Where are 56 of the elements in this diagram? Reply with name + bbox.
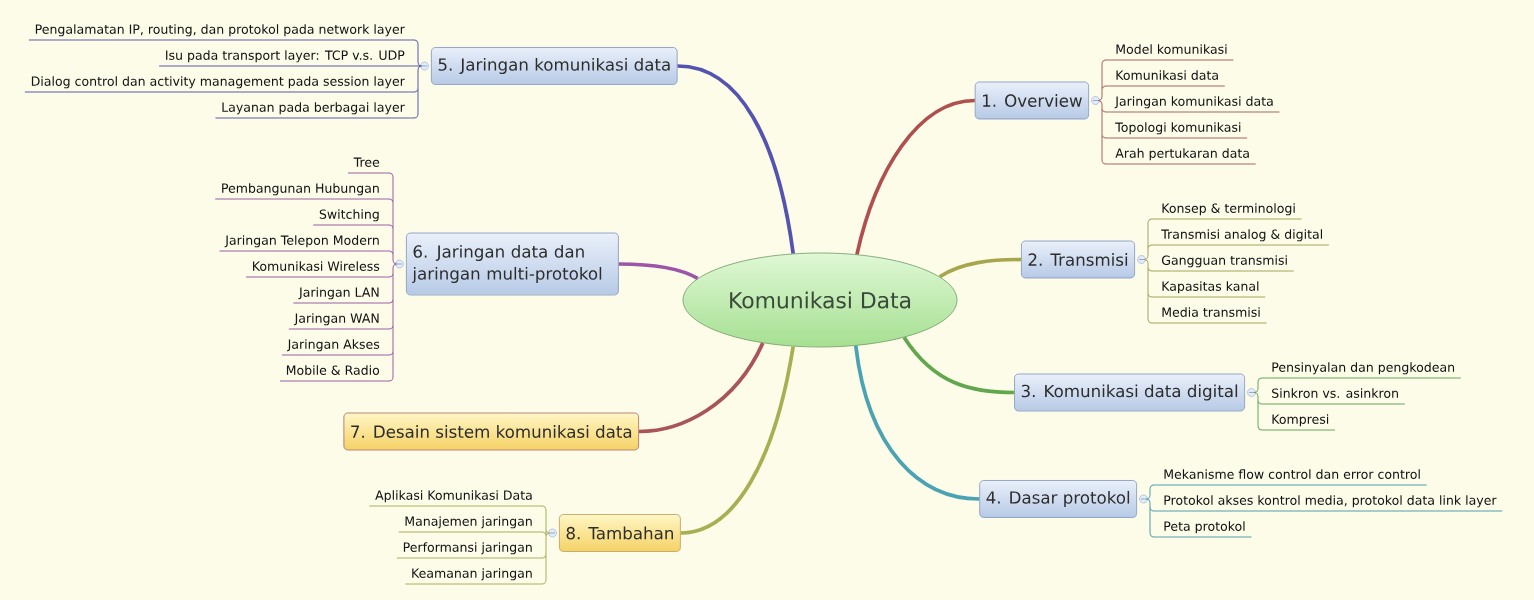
subtopic-label: Pengalamatan IP, routing, dan protokol pada network layer [28,24,411,41]
topic-box: 7. Desain sistem komunikasi data [343,412,639,451]
subtopic-label: Tree [347,157,386,174]
bracket-connector [410,39,423,119]
subtopic-label: Layanan pada berbagai layer [214,102,411,119]
topic-box: 8. Tambahan [548,514,681,552]
subtopic-label: Kompresi [1265,414,1336,431]
subtopic-label: Topologi komunikasi [1109,122,1248,139]
subtopic-label: Komunikasi data [1109,70,1226,87]
topic-box: 6. Jaringan data dan jaringan multi-protokol [395,232,619,296]
subtopic-label: Peta protokol [1157,521,1252,538]
subtopic-label: Jaringan komunikasi data [1109,96,1280,113]
subtopic-label: Gangguan transmisi [1155,255,1295,272]
subtopic-label: Isu pada transport layer: TCP v.s. UDP [158,50,411,67]
subtopic-label: Performansi jaringan [396,542,539,559]
branch-line [638,342,765,434]
branch-line [680,346,795,535]
topic-box: 5. Jaringan komunikasi data [420,47,678,85]
bracket-connector [385,172,398,382]
branch-line [677,64,796,254]
subtopic-label: Pensinyalan dan pengkodean [1265,362,1462,379]
subtopic-label: Media transmisi [1155,307,1268,324]
subtopic-label: Arah pertukaran data [1109,148,1257,165]
subtopic-label: Pembangunan Hubungan [214,183,386,200]
subtopic-label: Aplikasi Komunikasi Data [368,490,539,507]
topic-box: 3. Komunikasi data digital [1014,373,1256,412]
subtopic-label: Dialog control dan activity management pada session layer [24,76,411,93]
branch-line [938,257,1022,279]
topic-box: 4. Dasar protokol [979,480,1148,518]
branch-line [853,345,980,501]
subtopic-label: Jaringan LAN [292,287,386,304]
subtopic-label: Jaringan Telepon Modern [219,235,386,252]
subtopic-label: Transmisi analog & digital [1155,229,1330,246]
branch-line [902,336,1015,395]
subtopic-label: Sinkron vs. asinkron [1265,388,1406,405]
subtopic-label: Switching [312,209,386,226]
subtopic-label: Keamanan jaringan [404,568,539,585]
topic-box: 2. Transmisi [1021,240,1146,279]
subtopic-label: Jaringan Akses [281,339,386,356]
bracket-connector [538,505,551,585]
subtopic-label: Kapasitas kanal [1155,281,1266,298]
bracket-connector [1253,377,1266,431]
bracket-connector [1145,484,1158,538]
branch-line [618,262,699,281]
bracket-connector [1143,218,1156,324]
subtopic-label: Komunikasi Wireless [245,261,386,278]
subtopic-label: Manajemen jaringan [398,516,539,533]
subtopic-label: Mekanisme flow control dan error control [1157,469,1428,486]
topic-box: 1. Overview [974,81,1100,120]
subtopic-label: Model komunikasi [1109,44,1234,61]
subtopic-label: Konsep & terminologi [1155,203,1303,220]
subtopic-label: Protokol akses kontrol media, protokol data link layer [1157,495,1503,512]
subtopic-label: Jaringan WAN [288,313,386,330]
subtopic-label: Mobile & Radio [279,365,386,382]
bracket-connector [1097,59,1110,165]
branch-line [855,98,975,255]
